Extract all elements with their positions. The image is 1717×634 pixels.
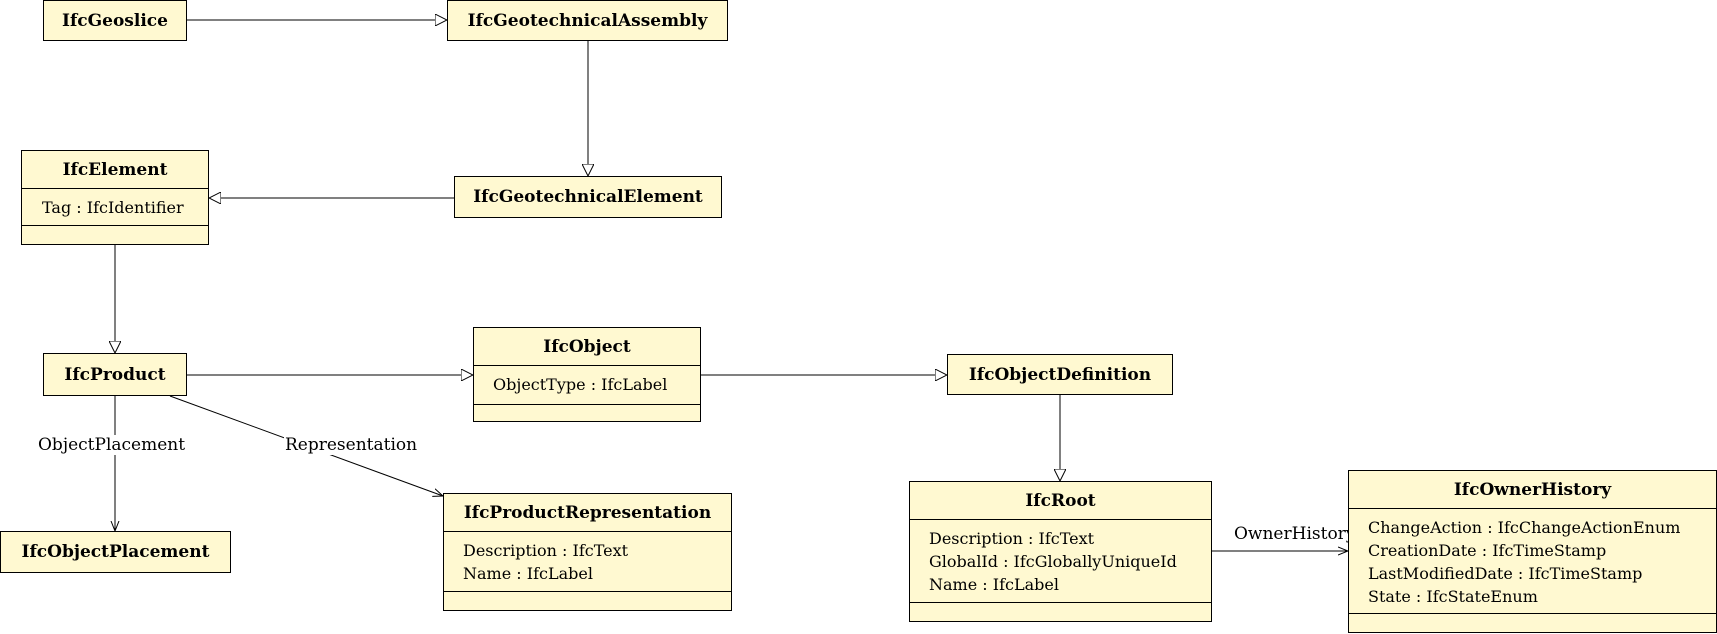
attribute-description: Description : IfcText (929, 529, 1095, 548)
attribute-changeaction: ChangeAction : IfcChangeActionEnum (1368, 518, 1681, 537)
class-name: IfcGeotechnicalElement (473, 187, 703, 207)
attribute-tag: Tag : IfcIdentifier (42, 198, 184, 217)
attribute-creationdate: CreationDate : IfcTimeStamp (1368, 541, 1607, 560)
class-ifcownerhistory[interactable]: IfcOwnerHistory ChangeAction : IfcChange… (1348, 470, 1717, 633)
class-name: IfcGeoslice (62, 10, 168, 31)
class-name: IfcProductRepresentation (463, 502, 712, 523)
attribute-name: Name : IfcLabel (929, 575, 1059, 594)
class-ifcobjectplacement[interactable]: IfcObjectPlacement (0, 531, 231, 573)
class-ifcobject[interactable]: IfcObject ObjectType : IfcLabel (473, 327, 701, 422)
class-ifcgeotechnicalelement[interactable]: IfcGeotechnicalElement (454, 176, 722, 218)
class-name: IfcGeotechnicalAssembly (467, 10, 708, 31)
class-name: IfcObject (543, 336, 631, 357)
attribute-objecttype: ObjectType : IfcLabel (493, 375, 668, 394)
attribute-globalid: GlobalId : IfcGloballyUniqueId (929, 552, 1177, 571)
object-placement-label: ObjectPlacement (37, 435, 187, 455)
attribute-name: Name : IfcLabel (463, 564, 593, 583)
class-ifcroot[interactable]: IfcRoot Description : IfcText GlobalId :… (909, 481, 1212, 622)
class-ifcobjectdefinition[interactable]: IfcObjectDefinition (947, 354, 1173, 395)
attribute-description: Description : IfcText (463, 541, 629, 560)
owner-history-label: OwnerHistory (1233, 524, 1357, 544)
class-name: IfcObjectPlacement (21, 542, 210, 562)
class-ifcgeoslice[interactable]: IfcGeoslice (43, 0, 187, 41)
class-name: IfcProduct (64, 364, 166, 385)
class-ifcproductrepresentation[interactable]: IfcProductRepresentation Description : I… (443, 493, 732, 611)
attribute-state: State : IfcStateEnum (1368, 587, 1538, 606)
class-name: IfcElement (62, 159, 168, 180)
class-ifcelement[interactable]: IfcElement Tag : IfcIdentifier (21, 150, 209, 245)
representation-label: Representation (284, 435, 419, 455)
class-ifcproduct[interactable]: IfcProduct (43, 353, 187, 396)
class-name: IfcRoot (1025, 490, 1096, 511)
class-name: IfcOwnerHistory (1453, 479, 1612, 500)
class-name: IfcObjectDefinition (968, 364, 1152, 385)
attribute-lastmodifieddate: LastModifiedDate : IfcTimeStamp (1368, 564, 1643, 583)
class-ifcgeotechnicalassembly[interactable]: IfcGeotechnicalAssembly (447, 0, 728, 41)
